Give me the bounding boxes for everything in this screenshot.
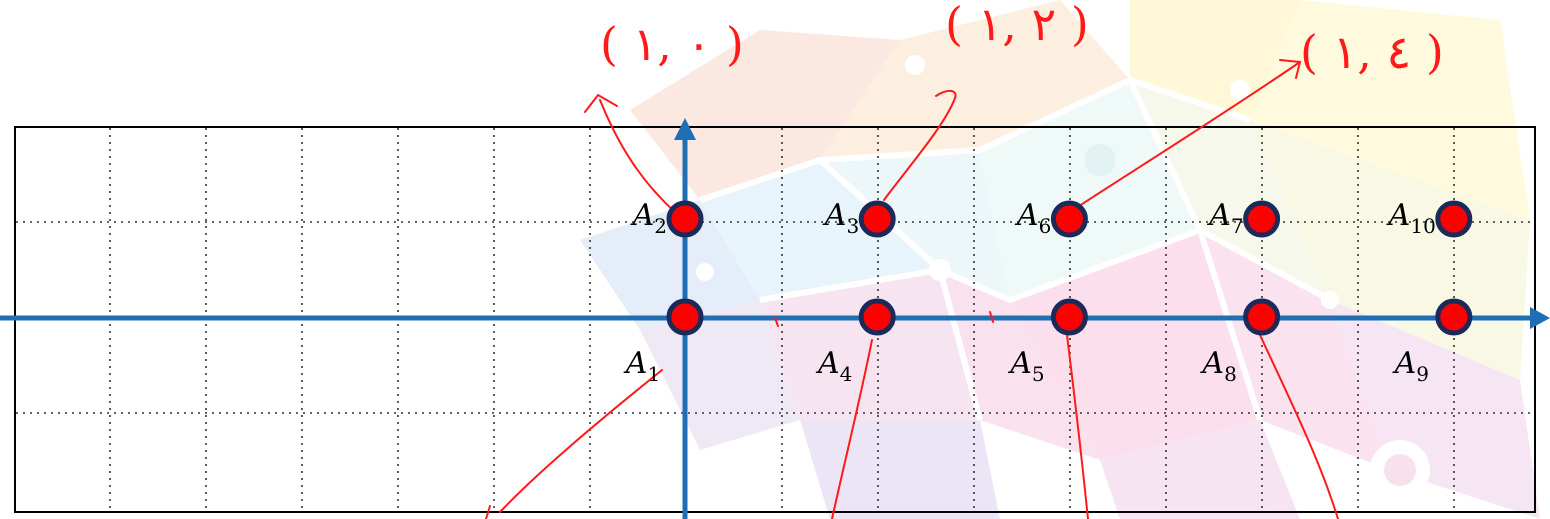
point-a5: A5	[1007, 298, 1088, 386]
point-label-letter: A	[1392, 346, 1417, 381]
point-label-subscript: 3	[846, 214, 859, 238]
point-marker	[1243, 298, 1281, 336]
point-marker	[666, 200, 704, 238]
line-a1-down	[485, 369, 663, 519]
line-a8-down	[1259, 334, 1339, 519]
point-label-letter: A	[1386, 198, 1411, 233]
point-a9: A9	[1392, 298, 1473, 386]
tick-mark	[774, 311, 994, 327]
point-label-subscript: 8	[1224, 362, 1237, 386]
point-a4: A4	[815, 298, 896, 386]
point-label-letter: A	[1199, 346, 1224, 381]
arrowhead-a6	[1279, 59, 1302, 79]
point-label-letter: A	[1014, 198, 1039, 233]
point-marker	[858, 200, 896, 238]
handwritten-marks	[485, 59, 1339, 519]
arrow-a2-to-coord	[599, 99, 677, 214]
point-marker	[1435, 200, 1473, 238]
point-a3: A3	[822, 198, 896, 238]
point-a6: A6	[1014, 198, 1088, 238]
line-a5-down	[1066, 334, 1089, 519]
point-marker	[1435, 298, 1473, 336]
point-label-subscript: 10	[1410, 214, 1435, 238]
arrow-a3-to-coord	[883, 90, 957, 201]
grid-lines	[16, 128, 1534, 511]
point-label-letter: A	[1007, 346, 1032, 381]
point-marker	[1050, 298, 1088, 336]
point-label-subscript: 7	[1231, 214, 1244, 238]
point-a7: A7	[1206, 198, 1281, 238]
arrowhead-a2	[584, 93, 618, 113]
coord-note-1: ( ٠ ,١ )	[600, 17, 744, 71]
point-label-subscript: 2	[654, 214, 667, 238]
point-label: A9	[1392, 346, 1429, 386]
point-label-letter: A	[630, 198, 655, 233]
point-label: A1	[623, 346, 660, 386]
point-label: A10	[1386, 198, 1436, 238]
point-label-letter: A	[623, 346, 648, 381]
y-axis-arrowhead	[674, 118, 696, 140]
x-axis-arrowhead	[1530, 307, 1550, 329]
point-label-letter: A	[1206, 198, 1231, 233]
point-label: A7	[1206, 198, 1243, 238]
point-marker	[666, 298, 704, 336]
point-label: A5	[1007, 346, 1044, 386]
point-marker	[1243, 200, 1281, 238]
point-label-subscript: 6	[1039, 214, 1052, 238]
point-marker	[858, 298, 896, 336]
point-label: A2	[630, 198, 667, 238]
point-a1: A1	[623, 298, 704, 386]
point-label: A4	[815, 346, 852, 386]
point-label-subscript: 4	[840, 362, 853, 386]
point-a2: A2	[630, 198, 704, 238]
arrow-a6-to-coord	[1075, 61, 1301, 209]
point-label-letter: A	[815, 346, 840, 381]
point-a8: A8	[1199, 298, 1281, 386]
point-label: A3	[822, 198, 859, 238]
point-label-subscript: 9	[1416, 362, 1429, 386]
coord-note-3: ( ٤ ,١ )	[1300, 25, 1444, 79]
point-label: A6	[1014, 198, 1051, 238]
point-label-subscript: 1	[647, 362, 660, 386]
line-a4-down	[831, 339, 873, 519]
point-marker	[1050, 200, 1088, 238]
point-label-subscript: 5	[1032, 362, 1045, 386]
point-a10: A10	[1386, 198, 1473, 238]
point-label: A8	[1199, 346, 1236, 386]
coord-note-2: ( ٢ ,١ )	[945, 0, 1089, 51]
point-label-letter: A	[822, 198, 847, 233]
